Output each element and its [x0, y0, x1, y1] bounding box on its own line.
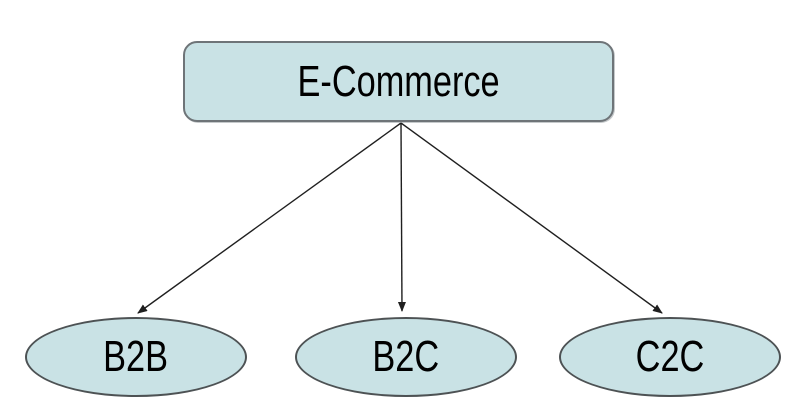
node-e-commerce: E-Commerce — [183, 41, 614, 122]
node-b2c: B2C — [295, 317, 517, 397]
node-b2c-label: B2C — [372, 332, 440, 381]
arrow-e-commerce-to-b2c — [397, 122, 406, 312]
arrow-e-commerce-to-b2b — [137, 122, 402, 314]
node-b2b: B2B — [25, 317, 247, 397]
node-b2b-label: B2B — [103, 332, 169, 381]
node-c2c-label: C2C — [635, 332, 705, 381]
node-c2c: C2C — [559, 317, 781, 397]
arrow-e-commerce-to-c2c — [400, 122, 663, 314]
node-e-commerce-label: E-Commerce — [297, 56, 500, 106]
